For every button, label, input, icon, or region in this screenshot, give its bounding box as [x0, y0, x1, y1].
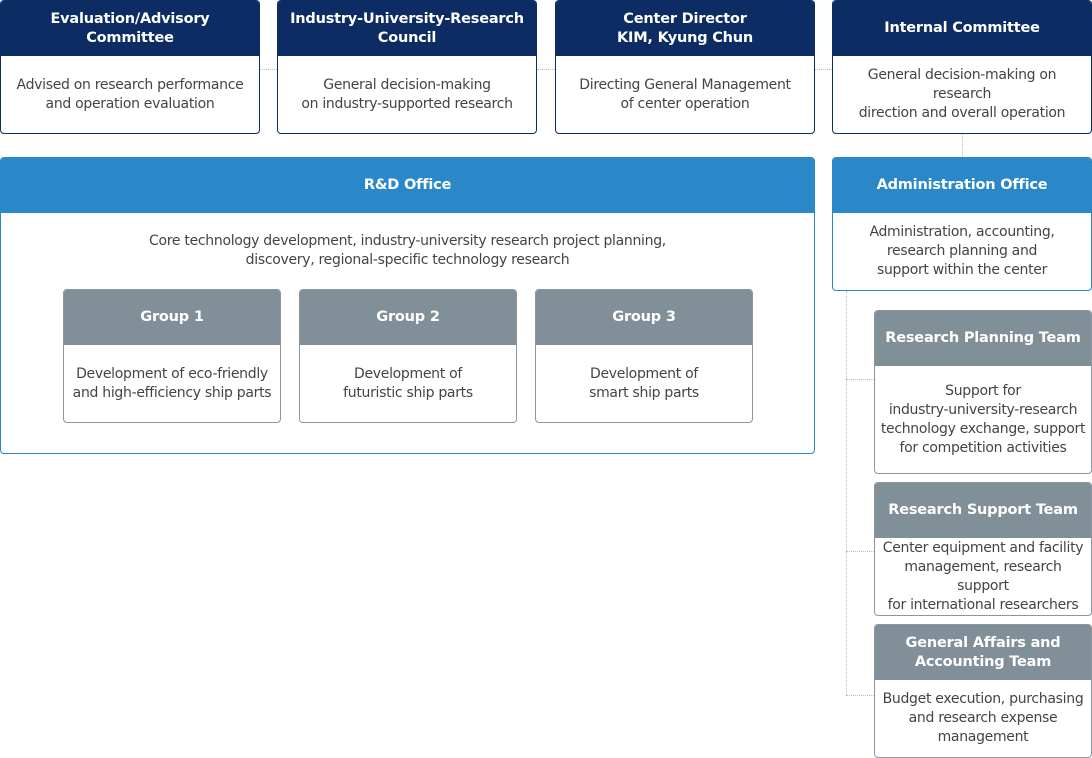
team-description: Support for industry-university-research…: [880, 382, 1086, 456]
connector-line: [846, 695, 874, 696]
rd-office-title: R&D Office: [1, 158, 814, 213]
group-title: Group 2: [300, 290, 516, 345]
group-description: Development of smart ship parts: [589, 365, 699, 401]
group-description: Development of futuristic ship parts: [343, 365, 473, 401]
team-title: Research Support Team: [875, 483, 1091, 538]
connector-line: [815, 69, 832, 70]
group-title: Group 1: [64, 290, 280, 345]
box-description: General decision-making on industry-supp…: [301, 76, 513, 112]
rd-office-description: Core technology development, industry-un…: [149, 232, 666, 268]
research-support-team-box: Research Support Team Center equipment a…: [874, 482, 1092, 616]
group-3-box: Group 3 Development of smart ship parts: [535, 289, 753, 423]
box-title: Center Director KIM, Kyung Chun: [556, 1, 814, 56]
group-2-box: Group 2 Development of futuristic ship p…: [299, 289, 517, 423]
box-title: Industry-University-Research Council: [278, 1, 536, 56]
group-description: Development of eco-friendly and high-eff…: [72, 365, 272, 401]
connector-line: [962, 134, 963, 157]
box-description: Advised on research performance and oper…: [16, 76, 244, 112]
internal-committee-box: Internal Committee General decision-maki…: [832, 0, 1092, 134]
research-planning-team-box: Research Planning Team Support for indus…: [874, 310, 1092, 474]
administration-office-description: Administration, accounting, research pla…: [869, 224, 1055, 278]
center-director-box: Center Director KIM, Kyung Chun Directin…: [555, 0, 815, 134]
box-description: General decision-making on research dire…: [858, 67, 1066, 121]
connector-line: [260, 69, 277, 70]
group-1-box: Group 1 Development of eco-friendly and …: [63, 289, 281, 423]
team-title: General Affairs and Accounting Team: [875, 625, 1091, 680]
industry-university-research-council-box: Industry-University-Research Council Gen…: [277, 0, 537, 134]
team-description: Center equipment and facility management…: [882, 539, 1084, 613]
connector-line: [846, 291, 847, 695]
team-title: Research Planning Team: [875, 311, 1091, 366]
box-description: Directing General Management of center o…: [579, 76, 791, 112]
team-description: Budget execution, purchasing and researc…: [882, 691, 1084, 745]
evaluation-advisory-committee-box: Evaluation/Advisory Committee Advised on…: [0, 0, 260, 134]
connector-line: [846, 551, 874, 552]
connector-line: [846, 379, 874, 380]
box-title: Evaluation/Advisory Committee: [1, 1, 259, 56]
general-affairs-accounting-team-box: General Affairs and Accounting Team Budg…: [874, 624, 1092, 758]
connector-line: [537, 69, 555, 70]
box-title: Internal Committee: [833, 1, 1091, 56]
group-title: Group 3: [536, 290, 752, 345]
administration-office-title: Administration Office: [833, 158, 1091, 213]
administration-office-box: Administration Office Administration, ac…: [832, 157, 1092, 291]
